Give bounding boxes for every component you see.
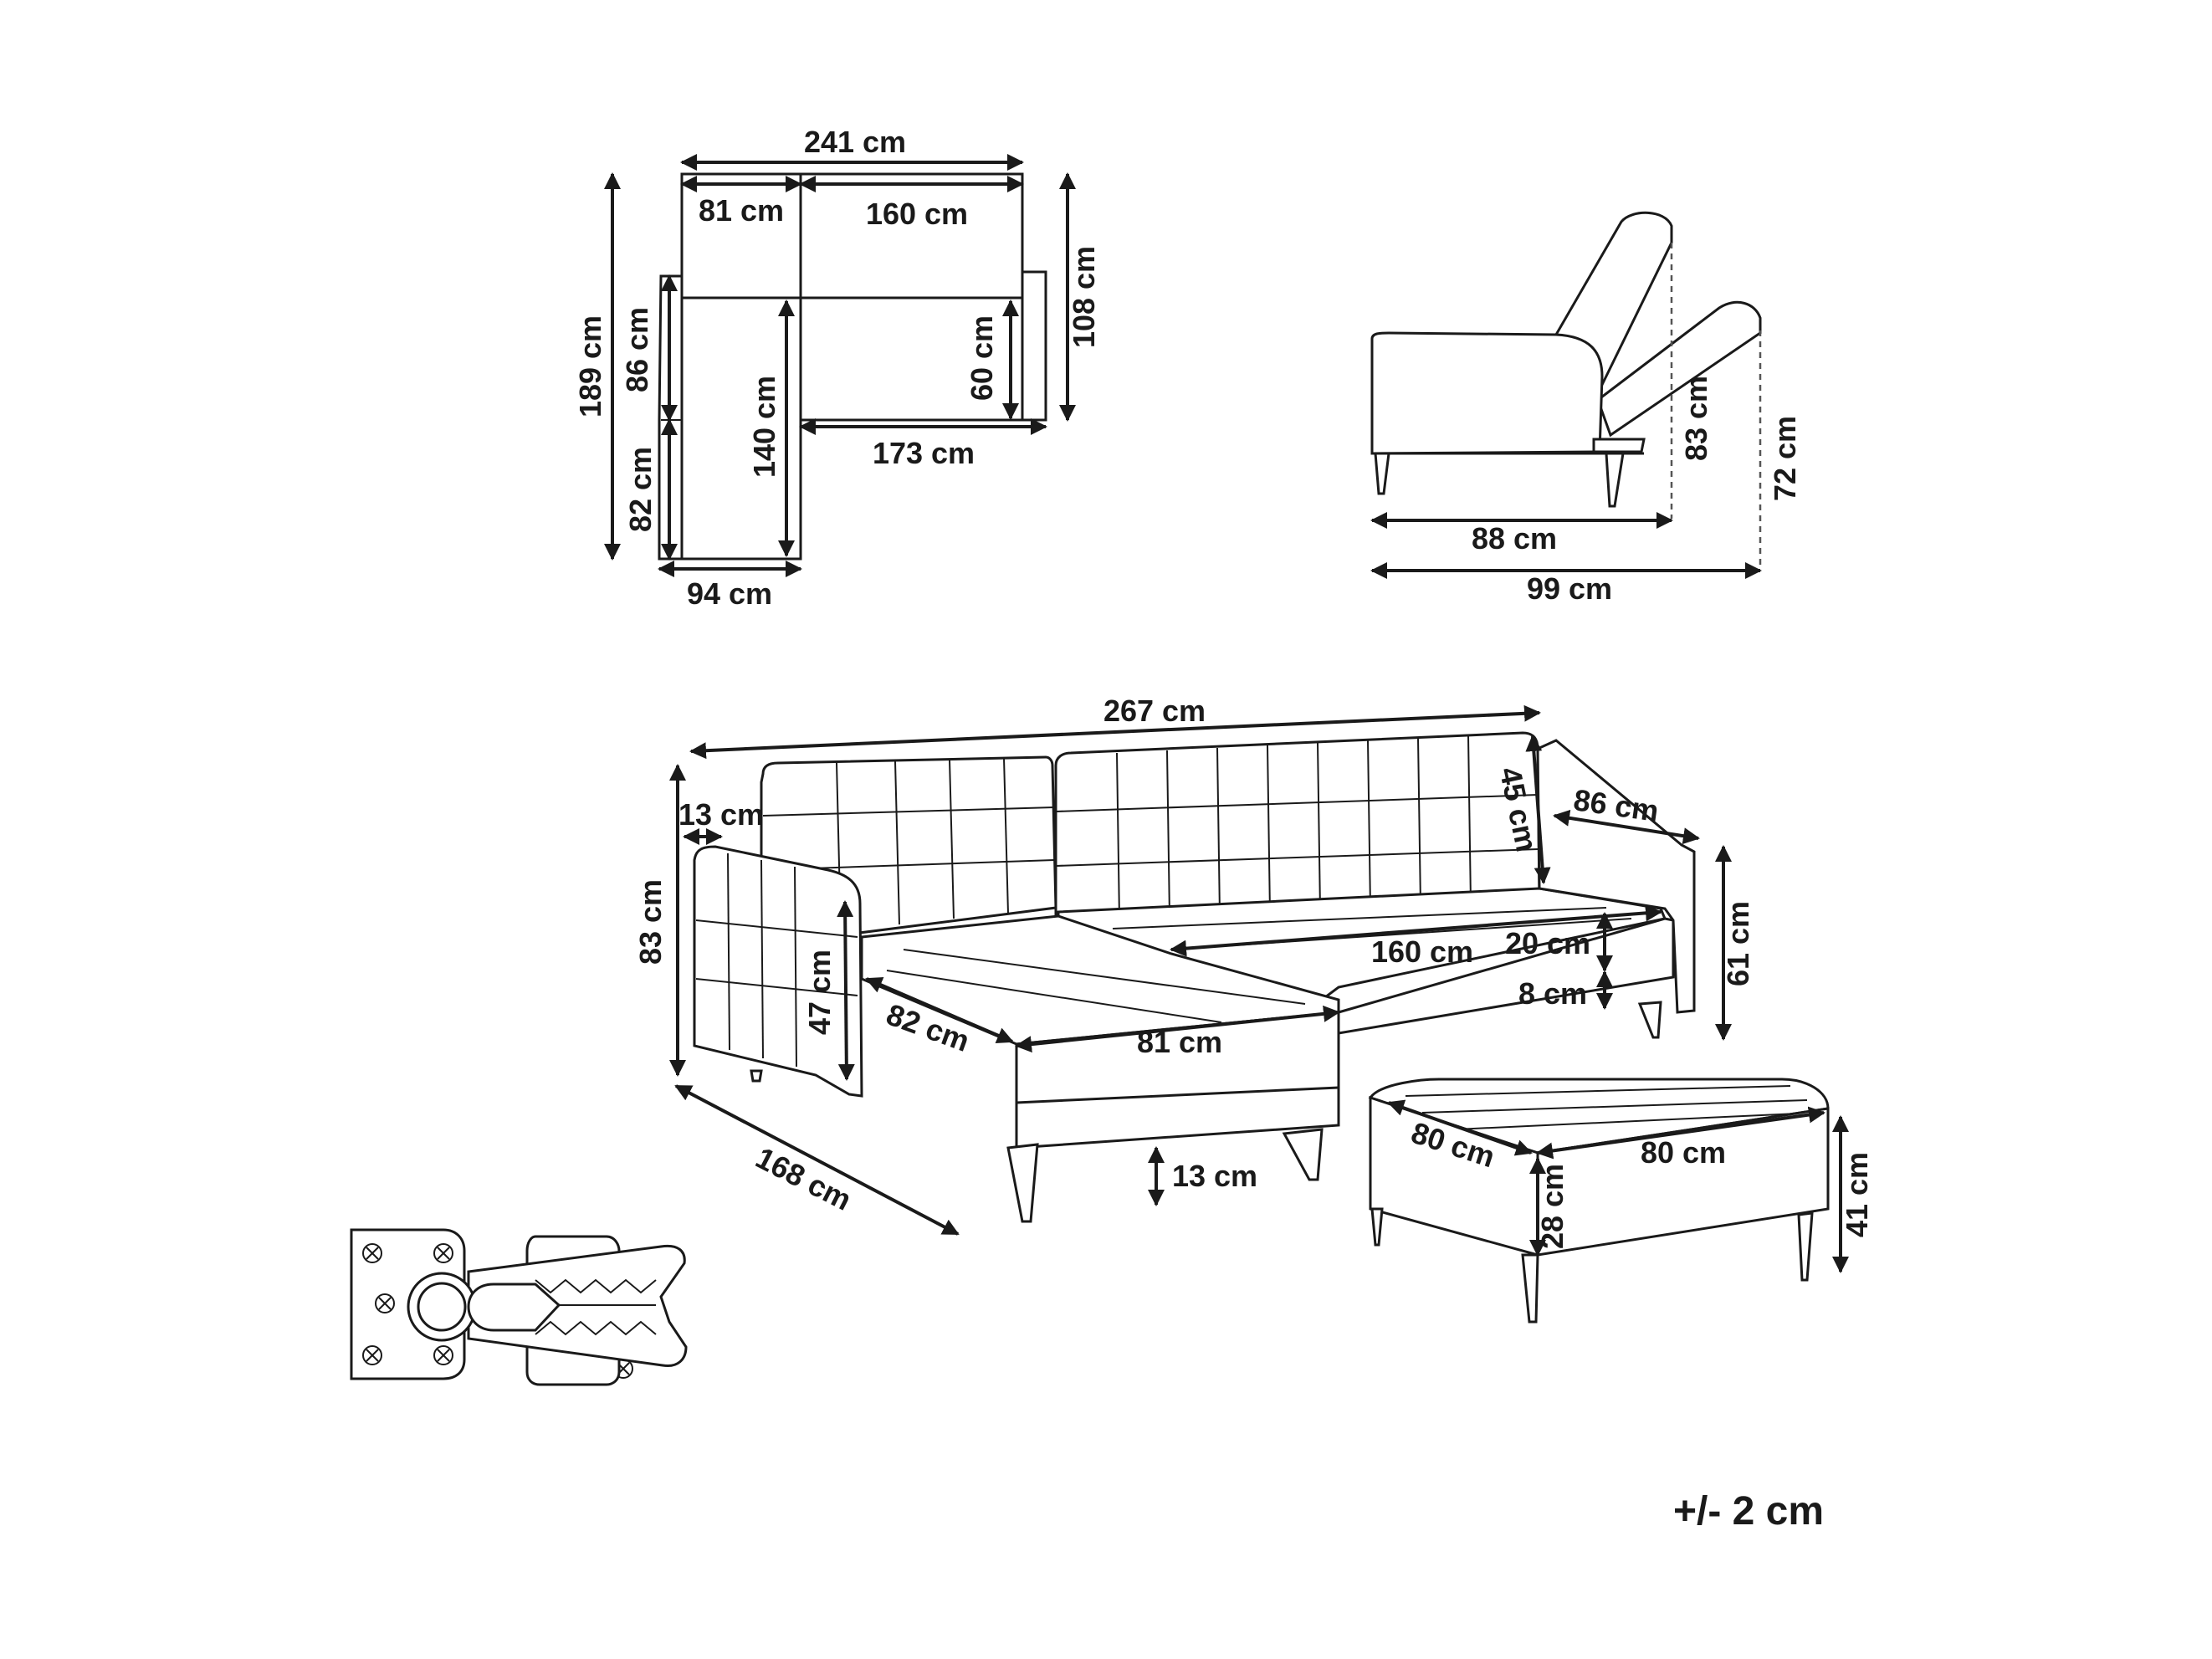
side-reclined-depth-label: 88 cm	[1472, 521, 1557, 556]
main-cushion-thickness-label: 20 cm	[1505, 926, 1590, 960]
side-recliner-shape	[1370, 211, 1762, 508]
plan-sofa-seat-width-label: 173 cm	[873, 436, 975, 470]
main-armrest-height-label: 47 cm	[802, 950, 837, 1035]
main-seat-width-label: 160 cm	[1371, 934, 1473, 969]
ottoman-total-height-label: 41 cm	[1840, 1152, 1874, 1237]
side-view: 88 cm 99 cm 83 cm 72 cm	[1370, 211, 1802, 606]
plan-depth-chaise-lower-label: 82 cm	[623, 447, 658, 532]
plan-chaise-width-label: 94 cm	[687, 576, 772, 611]
side-flat-depth-label: 99 cm	[1527, 571, 1612, 606]
main-overall-height-label: 83 cm	[633, 879, 668, 965]
main-armrest-width-label: 13 cm	[678, 797, 764, 832]
plan-width-chaise-label: 81 cm	[699, 193, 784, 228]
ottoman-cushion-height-label: 28 cm	[1535, 1164, 1569, 1249]
plan-seat-depth-label: 60 cm	[965, 315, 999, 401]
main-chaise-seat-width-label: 81 cm	[1137, 1025, 1222, 1059]
plan-chaise-length-label: 140 cm	[747, 376, 781, 478]
side-reclined-height-label: 83 cm	[1679, 376, 1713, 461]
tolerance-label: +/- 2 cm	[1673, 1489, 1824, 1534]
plan-width-sofa-label: 160 cm	[866, 197, 968, 231]
side-flat-height-label: 72 cm	[1768, 416, 1802, 501]
plan-view: 241 cm 81 cm 160 cm 189 cm 86 cm 82 cm 1…	[573, 125, 1101, 611]
plan-width-total-label: 241 cm	[804, 125, 906, 159]
main-view: 267 cm 83 cm 13 cm 45 cm 86 cm 47 cm 160…	[633, 694, 1874, 1324]
ottoman-drawing	[1368, 1078, 1830, 1324]
plan-depth-total-label: 189 cm	[573, 315, 607, 417]
main-overall-width-label: 267 cm	[1103, 694, 1206, 728]
main-base-height-label: 8 cm	[1518, 976, 1587, 1011]
main-leg-height-label: 13 cm	[1172, 1159, 1257, 1193]
hinge-detail	[350, 1228, 688, 1386]
plan-sofa-depth-label: 108 cm	[1067, 246, 1101, 348]
ottoman-width-label: 80 cm	[1641, 1135, 1726, 1170]
plan-depth-chaise-upper-label: 86 cm	[620, 307, 654, 392]
main-back-height-label: 61 cm	[1721, 901, 1755, 986]
